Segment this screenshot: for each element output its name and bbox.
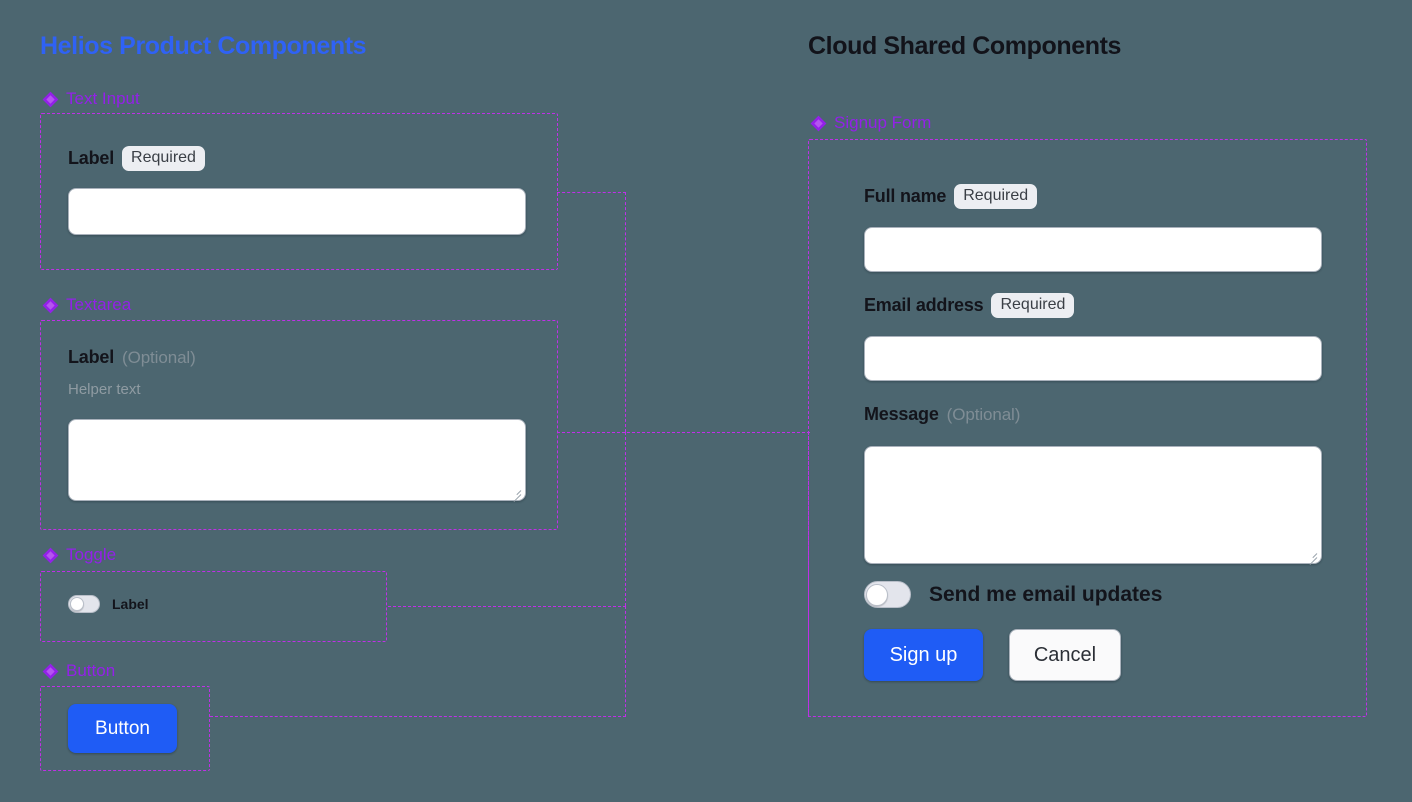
email-updates-row: Send me email updates xyxy=(864,581,1162,608)
component-label-textarea: Textarea xyxy=(42,295,131,315)
textarea-optional-tag: (Optional) xyxy=(122,347,196,367)
text-input-field[interactable] xyxy=(68,188,526,235)
full-name-label: Full name xyxy=(864,185,947,206)
full-name-input[interactable] xyxy=(864,227,1322,272)
textarea-field[interactable] xyxy=(68,419,526,502)
connector-text-input-v xyxy=(625,192,626,432)
email-label: Email address xyxy=(864,294,984,315)
email-updates-knob xyxy=(866,583,888,606)
textarea-label-row: Label (Optional) xyxy=(68,347,196,368)
resize-handle-icon[interactable] xyxy=(510,486,522,502)
panel-text-input: Label Required xyxy=(40,113,558,270)
connector-toggle-h xyxy=(388,606,626,607)
panel-signup-form: Full name Required Email address Require… xyxy=(808,139,1367,717)
email-required-badge: Required xyxy=(991,293,1075,318)
cancel-button[interactable]: Cancel xyxy=(1009,629,1121,681)
demo-button[interactable]: Button xyxy=(68,704,177,753)
component-diamond-icon xyxy=(42,297,59,313)
message-label: Message xyxy=(864,404,939,424)
sign-up-button[interactable]: Sign up xyxy=(864,629,983,681)
resize-handle-icon[interactable] xyxy=(1306,549,1318,565)
component-label-text-input: Text Input xyxy=(42,89,140,109)
toggle-label: Label xyxy=(112,596,149,612)
full-name-required-badge: Required xyxy=(954,184,1038,209)
toggle-row: Label xyxy=(68,595,149,613)
panel-toggle: Label xyxy=(40,571,387,642)
message-label-row: Message (Optional) xyxy=(864,404,1020,425)
text-input-label-row: Label Required xyxy=(68,146,205,171)
message-optional-tag: (Optional) xyxy=(946,404,1021,424)
connector-textarea-h xyxy=(557,432,810,433)
text-input-required-badge: Required xyxy=(122,146,205,171)
message-textarea[interactable] xyxy=(864,446,1322,565)
textarea-helper-text: Helper text xyxy=(68,381,141,398)
component-label-text: Signup Form xyxy=(834,113,932,132)
component-label-toggle: Toggle xyxy=(42,545,116,565)
component-label-button: Button xyxy=(42,661,115,681)
component-label-text: Textarea xyxy=(66,295,132,314)
connector-toggle-v xyxy=(625,432,626,606)
email-input[interactable] xyxy=(864,336,1322,381)
component-diamond-icon xyxy=(42,663,59,679)
email-updates-switch[interactable] xyxy=(864,581,911,608)
connector-text-input-h xyxy=(557,192,626,193)
component-label-text: Text Input xyxy=(66,89,140,108)
component-label-text: Toggle xyxy=(66,545,117,564)
component-diamond-icon xyxy=(810,115,827,131)
component-label-signup-form: Signup Form xyxy=(810,113,931,133)
toggle-knob xyxy=(70,597,84,611)
panel-textarea: Label (Optional) Helper text xyxy=(40,320,558,530)
right-column-title: Cloud Shared Components xyxy=(808,32,1122,60)
component-label-text: Button xyxy=(66,661,116,680)
textarea-label: Label xyxy=(68,347,115,367)
email-label-row: Email address Required xyxy=(864,293,1075,318)
left-column-title: Helios Product Components xyxy=(40,32,367,60)
email-updates-label: Send me email updates xyxy=(929,582,1163,606)
toggle-switch[interactable] xyxy=(68,595,100,613)
connector-button-v xyxy=(625,606,626,717)
full-name-label-row: Full name Required xyxy=(864,184,1038,209)
connector-button-h xyxy=(210,716,626,717)
text-input-label: Label xyxy=(68,147,115,168)
component-diamond-icon xyxy=(42,547,59,563)
component-diamond-icon xyxy=(42,91,59,107)
panel-button: Button xyxy=(40,686,210,771)
